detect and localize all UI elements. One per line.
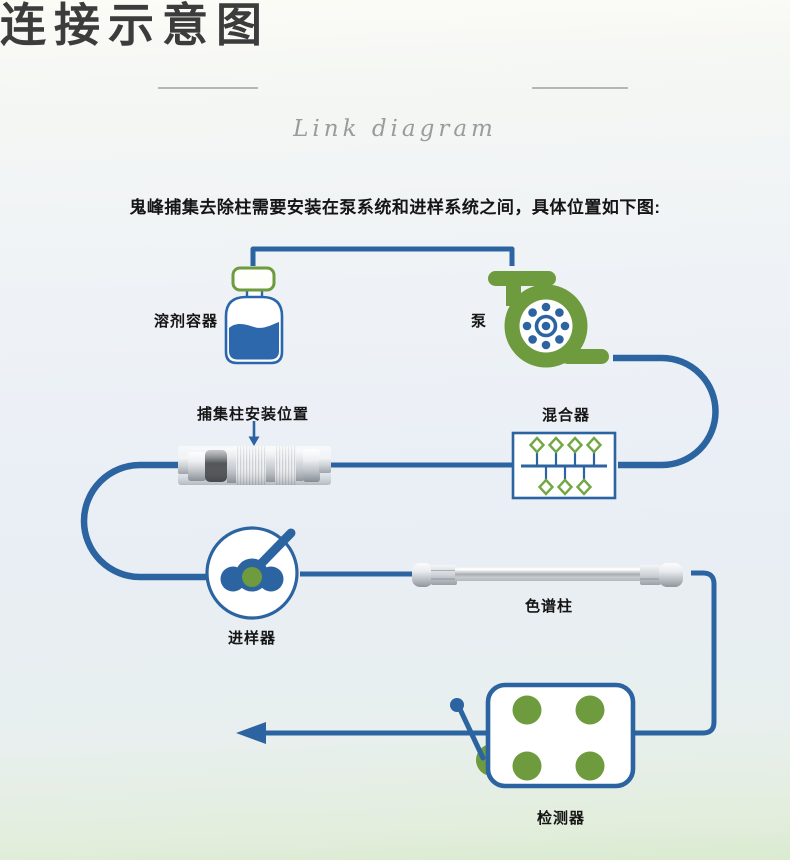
line-bottle-to-pump <box>250 246 515 266</box>
bottle-liquid <box>229 322 279 360</box>
detector-cells <box>512 695 605 781</box>
label-solvent-container: 溶剂容器 <box>153 313 219 330</box>
detector-needle-icon <box>450 698 486 761</box>
solvent-bottle-icon <box>224 266 284 365</box>
label-trap-column: 捕集柱安装位置 <box>196 406 310 423</box>
line-column-to-detector <box>633 570 717 736</box>
title-rule-left <box>158 87 258 89</box>
position-arrow-icon <box>248 421 260 446</box>
pump-icon <box>488 271 609 368</box>
line-pump-to-mixer <box>613 354 719 469</box>
bottle-cap <box>231 266 276 292</box>
flow-arrow-icon <box>236 722 266 744</box>
label-mixer: 混合器 <box>541 407 591 424</box>
label-injector: 进样器 <box>227 630 277 647</box>
detector-icon <box>476 682 636 789</box>
label-detector: 检测器 <box>536 810 586 827</box>
injector-icon <box>205 526 299 620</box>
mixer-icon <box>511 431 617 500</box>
page-title: 连接示意图 <box>0 0 270 51</box>
label-pump: 泵 <box>470 313 488 330</box>
page-subtitle: Link diagram <box>293 116 497 142</box>
pump-bearing-dots <box>522 302 570 350</box>
label-column: 色谱柱 <box>524 598 574 615</box>
description-text: 鬼峰捕集去除柱需要安装在泵系统和进样系统之间，具体位置如下图: <box>129 198 661 217</box>
mixer-stems <box>535 452 596 480</box>
trap-column-icon <box>178 446 331 485</box>
column-icon <box>412 563 683 587</box>
title-rule-right <box>532 87 628 89</box>
mixer-diamonds <box>528 436 603 496</box>
flow-lines <box>80 246 719 736</box>
line-trap-to-injector <box>80 461 206 581</box>
